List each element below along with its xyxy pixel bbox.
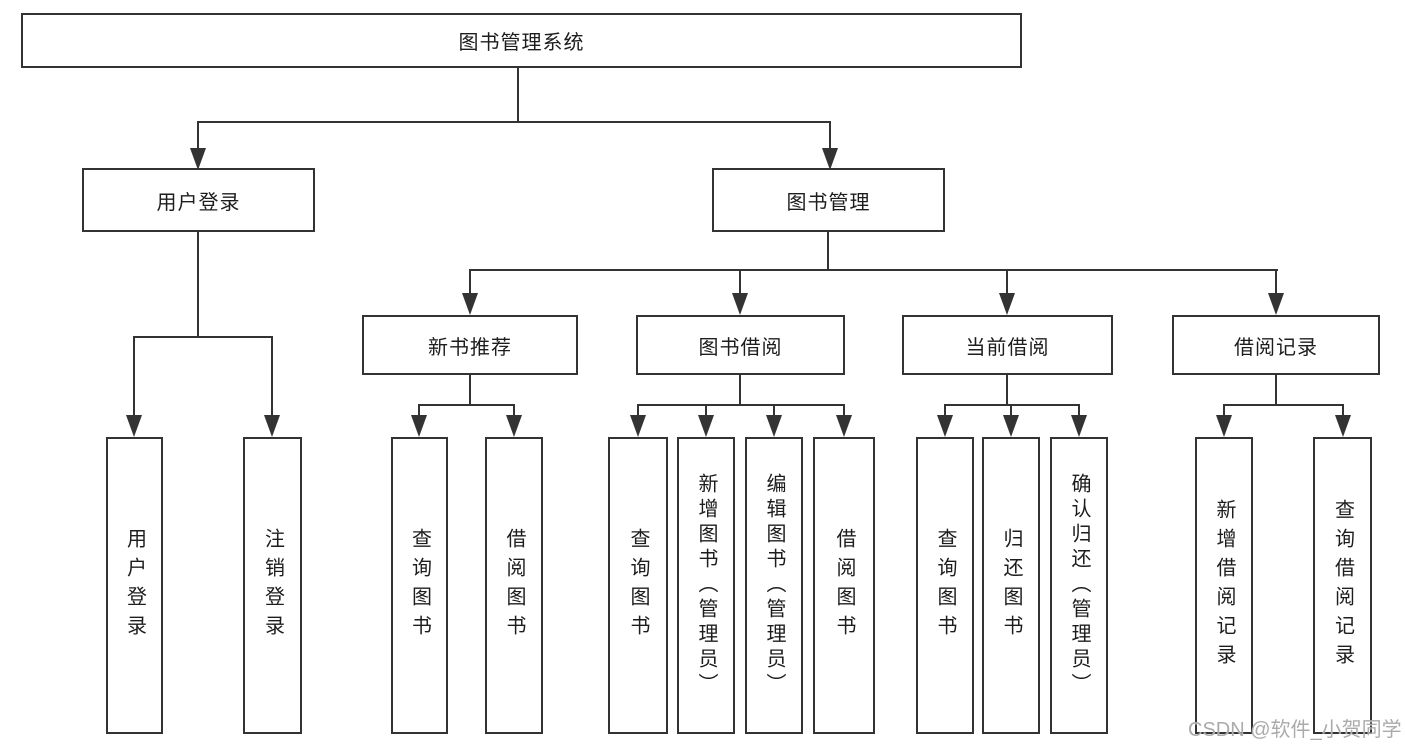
leaf-user-login: 用户登录 [106,437,163,734]
leaf-label: 确认归还（管理员） [1068,473,1090,698]
arrowhead-down-icon [732,293,748,315]
connector-line [637,404,639,415]
leaf-query-books: 查询图书 [916,437,974,734]
leaf-label: 注销登录 [261,527,284,644]
node-current-borrowing: 当前借阅 [902,315,1113,375]
leaf-label: 查询借阅记录 [1331,498,1354,673]
connector-line [133,336,273,338]
connector-line [1006,269,1008,293]
leaf-label: 编辑图书（管理员） [763,473,785,698]
node-borrowing-records: 借阅记录 [1172,315,1380,375]
arrowhead-down-icon [999,293,1015,315]
node-new-book-recommendation: 新书推荐 [362,315,578,375]
connector-line [1223,404,1344,406]
connector-line [739,269,741,293]
connector-line [197,121,199,148]
connector-line [944,404,1080,406]
leaf-add-books-admin: 新增图书（管理员） [677,437,735,734]
connector-line [843,404,845,415]
node-user-login: 用户登录 [82,168,315,232]
arrowhead-down-icon [264,415,280,437]
arrowhead-down-icon [1268,293,1284,315]
node-book-borrowing: 图书借阅 [636,315,845,375]
connector-line [271,336,273,415]
connector-line [1010,404,1012,415]
arrowhead-down-icon [766,415,782,437]
csdn-watermark: CSDN @软件_小贺同学 [1188,719,1402,741]
connector-line [197,232,199,338]
arrowhead-down-icon [1071,415,1087,437]
leaf-edit-books-admin: 编辑图书（管理员） [745,437,803,734]
connector-line [944,404,946,415]
leaf-label: 新增借阅记录 [1213,498,1235,673]
connector-line [1275,375,1277,405]
leaf-label: 查询图书 [627,527,649,644]
connector-line [133,336,135,415]
connector-line [418,404,515,406]
connector-line [469,375,471,405]
connector-line [1223,404,1225,415]
connector-line [829,121,831,148]
arrowhead-down-icon [506,415,522,437]
connector-line [1342,404,1344,415]
arrowhead-down-icon [836,415,852,437]
arrowhead-down-icon [1335,415,1351,437]
leaf-confirm-return-admin: 确认归还（管理员） [1050,437,1108,734]
connector-line [469,269,471,293]
leaf-label: 借阅图书 [833,527,855,644]
connector-line [517,68,519,121]
connector-line [827,232,829,271]
arrowhead-down-icon [630,415,646,437]
leaf-query-books: 查询图书 [391,437,448,734]
arrowhead-down-icon [126,415,142,437]
arrowhead-down-icon [190,148,206,170]
leaf-label: 归还图书 [1000,527,1022,644]
leaf-add-borrow-record: 新增借阅记录 [1195,437,1253,734]
arrowhead-down-icon [1003,415,1019,437]
connector-line [1078,404,1080,415]
connector-line [469,269,1278,271]
leaf-label: 查询图书 [934,527,956,644]
connector-line [705,404,707,415]
connector-line [1275,269,1277,293]
arrowhead-down-icon [698,415,714,437]
connector-line [1006,375,1008,405]
leaf-label: 查询图书 [408,527,431,644]
leaf-query-books: 查询图书 [608,437,668,734]
leaf-label: 用户登录 [123,527,146,644]
connector-line [773,404,775,415]
leaf-query-borrow-record: 查询借阅记录 [1313,437,1372,734]
leaf-label: 新增图书（管理员） [695,473,717,698]
connector-line [739,375,741,405]
node-book-management: 图书管理 [712,168,945,232]
connector-line [513,404,515,415]
leaf-return-books: 归还图书 [982,437,1040,734]
leaf-borrow-books: 借阅图书 [485,437,543,734]
arrowhead-down-icon [937,415,953,437]
arrowhead-down-icon [822,148,838,170]
connector-line [418,404,420,415]
node-library-management-system: 图书管理系统 [21,13,1022,68]
leaf-label: 借阅图书 [503,527,525,644]
arrowhead-down-icon [1216,415,1232,437]
leaf-borrow-books: 借阅图书 [813,437,875,734]
leaf-logout: 注销登录 [243,437,302,734]
arrowhead-down-icon [462,293,478,315]
arrowhead-down-icon [411,415,427,437]
connector-line [197,121,831,123]
connector-line [637,404,845,406]
